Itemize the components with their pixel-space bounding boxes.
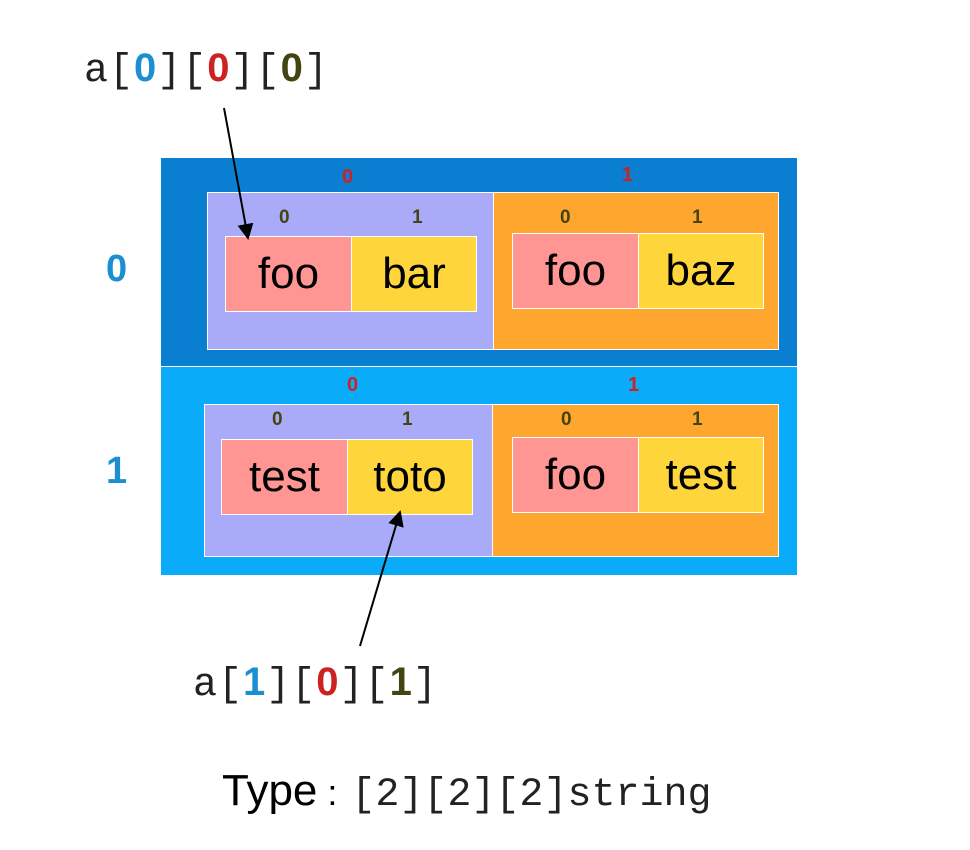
cell-0-0-1: bar bbox=[352, 237, 476, 311]
expr-bottom-prefix: a bbox=[193, 663, 219, 708]
cell-1-1-0: foo bbox=[513, 438, 639, 512]
expr-bottom-index-1: 1 bbox=[243, 660, 267, 704]
inner-array-row-0: 0 1 foo bar 0 1 foo baz bbox=[207, 192, 779, 350]
row0-half-index-1: 1 bbox=[622, 164, 634, 186]
expr-top-index-2: 0 bbox=[207, 46, 231, 90]
expression-bottom: a[1][0][1] bbox=[193, 660, 438, 708]
cell-index-0-1-0: 0 bbox=[560, 207, 571, 228]
cell-0-1-0: foo bbox=[513, 234, 639, 308]
cell-group-1-0: test toto bbox=[221, 439, 473, 515]
cell-1-1-1: test bbox=[639, 438, 763, 512]
expr-top-index-3: 0 bbox=[280, 46, 304, 90]
cell-group-1-1: foo test bbox=[512, 437, 764, 513]
expression-top: a[0][0][0] bbox=[84, 46, 329, 94]
row1-half-index-0: 0 bbox=[347, 374, 359, 396]
cell-index-1-1-1: 1 bbox=[692, 409, 703, 430]
row1-half-index-1: 1 bbox=[628, 374, 640, 396]
expr-top-prefix: a bbox=[84, 49, 110, 94]
expr-top-index-1: 0 bbox=[134, 46, 158, 90]
cell-index-1-0-1: 1 bbox=[402, 409, 413, 430]
expr-bottom-index-2: 0 bbox=[316, 660, 340, 704]
cell-index-1-0-0: 0 bbox=[272, 409, 283, 430]
row0-half-index-0: 0 bbox=[342, 166, 354, 188]
cell-group-0-0: foo bar bbox=[225, 236, 477, 312]
inner-array-row-1: 0 1 test toto 0 1 foo test bbox=[204, 404, 779, 557]
outer-row-1: 0 1 0 1 test toto 0 1 foo test bbox=[160, 366, 798, 576]
type-line: Type: [2][2][2]string bbox=[222, 766, 711, 818]
row-index-1: 1 bbox=[106, 450, 128, 492]
expr-bottom-index-3: 1 bbox=[389, 660, 413, 704]
inner-half-0-1: 0 1 foo baz bbox=[494, 193, 778, 349]
inner-half-1-0: 0 1 test toto bbox=[205, 405, 493, 556]
cell-0-0-0: foo bbox=[226, 237, 352, 311]
inner-half-1-1: 0 1 foo test bbox=[493, 405, 778, 556]
cell-1-0-1: toto bbox=[348, 440, 472, 514]
cell-group-0-1: foo baz bbox=[512, 233, 764, 309]
row-index-0: 0 bbox=[106, 248, 128, 290]
cell-1-0-0: test bbox=[222, 440, 348, 514]
inner-half-0-0: 0 1 foo bar bbox=[208, 193, 494, 349]
cell-index-0-1-1: 1 bbox=[692, 207, 703, 228]
cell-index-1-1-0: 0 bbox=[561, 409, 572, 430]
cell-0-1-1: baz bbox=[639, 234, 763, 308]
type-value: [2][2][2]string bbox=[351, 773, 712, 818]
cell-index-0-0-1: 1 bbox=[412, 207, 423, 228]
type-label: Type bbox=[222, 766, 318, 815]
outer-row-0: 0 1 0 1 foo bar 0 1 foo baz bbox=[160, 157, 798, 367]
cell-index-0-0-0: 0 bbox=[279, 207, 290, 228]
type-separator: : bbox=[327, 772, 338, 813]
